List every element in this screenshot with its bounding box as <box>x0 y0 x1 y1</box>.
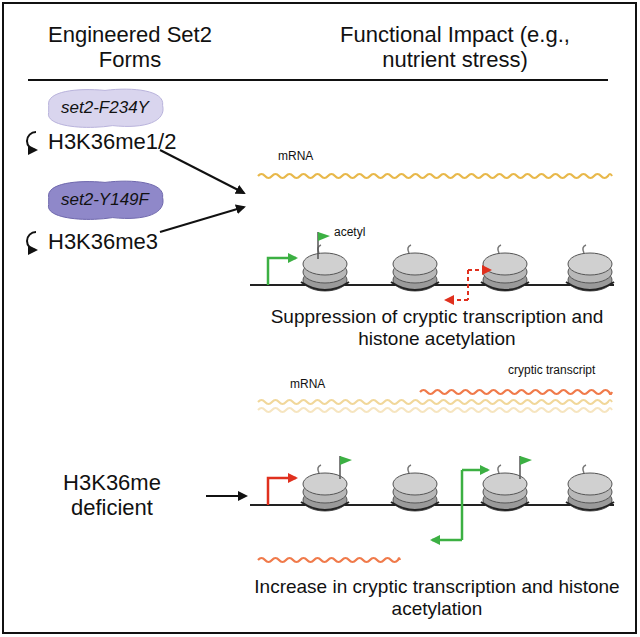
cryptic-arrow <box>462 469 488 472</box>
nucleosome <box>391 465 439 511</box>
acetyl-flag <box>340 456 352 465</box>
label: Engineered Set2 Forms <box>35 22 225 73</box>
transcripts <box>258 174 612 562</box>
tss-arrow <box>268 258 296 285</box>
nucleosomes <box>301 245 614 511</box>
nucleosome <box>566 245 614 291</box>
transcript-wave <box>420 390 612 394</box>
nucleosome <box>301 465 349 511</box>
label: mRNA <box>278 150 313 164</box>
label: Functional Impact (e.g., nutrient stress… <box>330 22 580 73</box>
enzyme-name: set2-Y149F <box>61 190 149 210</box>
loop-arrow <box>27 232 36 250</box>
nucleosome <box>391 245 439 291</box>
label: H3K36me3 <box>48 229 158 254</box>
label: mRNA <box>290 378 325 392</box>
label: cryptic transcript <box>508 364 595 378</box>
enzyme-blob: set2-Y149F <box>41 178 169 222</box>
header-rule <box>28 79 608 81</box>
acetyl-flag <box>520 456 532 465</box>
enzyme-name: set2-F234Y <box>61 98 149 118</box>
cryptic-arrow <box>468 269 490 271</box>
nucleosome <box>301 245 349 291</box>
nucleosome <box>566 465 614 511</box>
transcript-wave <box>258 558 400 562</box>
label: acetyl <box>334 226 365 240</box>
nucleosome <box>481 245 529 291</box>
arrow <box>160 150 244 193</box>
loop-arrow <box>27 132 36 150</box>
cryptic-promoter <box>467 270 469 300</box>
label: Suppression of cryptic transcription and… <box>252 306 622 350</box>
arrow <box>160 207 244 232</box>
label: H3K36me deficient <box>22 470 202 521</box>
acetyl-flag <box>318 232 330 241</box>
transcript-wave <box>258 400 612 404</box>
label: Increase in cryptic transcription and hi… <box>252 576 622 620</box>
transcript-wave <box>258 174 612 178</box>
label: H3K36me1/2 <box>48 129 176 154</box>
arrow <box>206 495 246 497</box>
cryptic-promoter <box>461 470 464 540</box>
tss-arrow <box>268 478 296 505</box>
enzyme-blob: set2-F234Y <box>41 86 169 130</box>
transcript-wave <box>258 408 612 412</box>
cryptic-arrow <box>432 539 462 542</box>
cryptic-arrow <box>446 299 468 301</box>
frame <box>3 3 636 633</box>
nucleosome <box>481 465 529 511</box>
